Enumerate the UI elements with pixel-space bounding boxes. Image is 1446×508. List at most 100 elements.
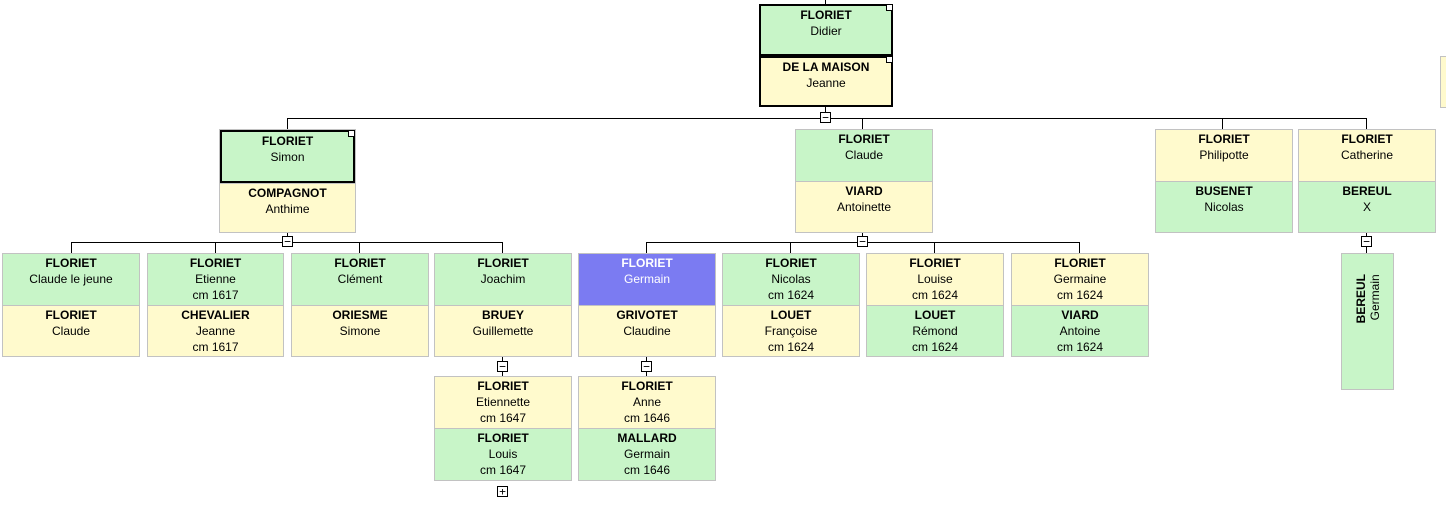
person-etienne[interactable]: FLORIET Etienne cm 1617 xyxy=(148,254,283,305)
person-card-didier[interactable]: FLORIET Didier xyxy=(759,4,893,56)
person-remond[interactable]: LOUET Rémond cm 1624 xyxy=(867,304,1003,356)
couple-card-claude[interactable]: FLORIET Claude VIARD Antoinette xyxy=(795,129,933,233)
surname: BRUEY xyxy=(481,307,524,322)
given-name: Claude xyxy=(844,148,884,162)
collapse-toggle-claude[interactable]: − xyxy=(857,236,868,247)
surname: BEREUL xyxy=(1342,183,1392,198)
surname: FLORIET xyxy=(334,256,386,270)
marriage-note: cm 1624 xyxy=(911,288,959,302)
given-name: Jeanne xyxy=(195,323,236,338)
surname: FLORIET xyxy=(765,256,817,270)
marriage-note: cm 1646 xyxy=(623,463,671,477)
person-germain-selected[interactable]: FLORIET Germain xyxy=(579,254,715,305)
given-name: Didier xyxy=(810,24,842,38)
given-name: Joachim xyxy=(480,272,526,286)
surname: FLORIET xyxy=(838,132,890,146)
given-name: Etienne xyxy=(195,272,236,286)
surname: MALLARD xyxy=(617,431,677,445)
surname: FLORIET xyxy=(1198,132,1250,146)
person-nicolas[interactable]: FLORIET Nicolas cm 1624 xyxy=(723,254,859,305)
person-simon[interactable]: FLORIET Simon xyxy=(220,130,355,183)
person-etiennette[interactable]: FLORIET Etiennette cm 1647 xyxy=(435,377,571,428)
person-antoinette[interactable]: VIARD Antoinette xyxy=(796,180,932,232)
person-germaine[interactable]: FLORIET Germaine cm 1624 xyxy=(1012,254,1148,305)
person-anthime[interactable]: COMPAGNOT Anthime xyxy=(220,182,355,232)
surname: DE LA MAISON xyxy=(782,60,870,74)
given-name: Guillemette xyxy=(472,323,534,338)
couple-card-clement[interactable]: FLORIET Clément ORIESME Simone xyxy=(291,253,429,357)
surname: FLORIET xyxy=(45,256,97,270)
surname: ORIESME xyxy=(332,307,388,322)
collapse-toggle-simon[interactable]: − xyxy=(282,236,293,247)
person-joachim[interactable]: FLORIET Joachim xyxy=(435,254,571,305)
collapse-toggle-germain[interactable]: − xyxy=(641,361,652,372)
person-x-bereul[interactable]: BEREUL X xyxy=(1299,180,1435,232)
person-catherine[interactable]: FLORIET Catherine xyxy=(1299,130,1435,181)
collapse-toggle-root[interactable]: − xyxy=(820,112,831,123)
couple-card-catherine[interactable]: FLORIET Catherine BEREUL X xyxy=(1298,129,1436,233)
given-name: Nicolas xyxy=(1204,199,1244,214)
surname: FLORIET xyxy=(1054,256,1106,270)
person-clement[interactable]: FLORIET Clément xyxy=(292,254,428,305)
surname: VIARD xyxy=(1061,307,1099,322)
person-jeanne-chevalier[interactable]: CHEVALIER Jeanne cm 1617 xyxy=(148,304,283,356)
person-antoine[interactable]: VIARD Antoine cm 1624 xyxy=(1012,304,1148,356)
couple-card-philipotte[interactable]: FLORIET Philipotte BUSENET Nicolas xyxy=(1155,129,1293,233)
couple-card-etienne[interactable]: FLORIET Etienne cm 1617 CHEVALIER Jeanne… xyxy=(147,253,284,357)
marriage-note: cm 1646 xyxy=(623,411,671,425)
vertical-name: BEREUL Germain xyxy=(1354,274,1382,323)
couple-card-germain[interactable]: FLORIET Germain GRIVOTET Claudine xyxy=(578,253,716,357)
person-francoise[interactable]: LOUET Françoise cm 1624 xyxy=(723,304,859,356)
person-simone[interactable]: ORIESME Simone xyxy=(292,304,428,356)
given-name: Claude le jeune xyxy=(29,272,113,286)
marriage-note: cm 1617 xyxy=(192,288,239,302)
couple-card-anne[interactable]: FLORIET Anne cm 1646 MALLARD Germain cm … xyxy=(578,376,716,481)
person-philipotte[interactable]: FLORIET Philipotte xyxy=(1156,130,1292,181)
marriage-note: cm 1624 xyxy=(767,339,815,354)
person-card-jeanne[interactable]: DE LA MAISON Jeanne xyxy=(759,56,893,107)
given-name: X xyxy=(1362,199,1371,214)
given-name: Philipotte xyxy=(1199,148,1249,162)
surname: VIARD xyxy=(845,183,883,198)
marriage-note: cm 1624 xyxy=(767,288,815,302)
surname: FLORIET xyxy=(621,256,673,270)
person-claude-le-jeune[interactable]: FLORIET Claude le jeune xyxy=(3,254,139,305)
person-guillemette[interactable]: BRUEY Guillemette xyxy=(435,304,571,356)
couple-card-simon[interactable]: FLORIET Simon COMPAGNOT Anthime xyxy=(219,129,356,233)
surname: COMPAGNOT xyxy=(248,185,327,200)
couple-card-louise[interactable]: FLORIET Louise cm 1624 LOUET Rémond cm 1… xyxy=(866,253,1004,357)
person-anne[interactable]: FLORIET Anne cm 1646 xyxy=(579,377,715,428)
person-nicolas-busenet[interactable]: BUSENET Nicolas xyxy=(1156,180,1292,232)
given-name: Françoise xyxy=(764,323,818,338)
person-claude-spouse[interactable]: FLORIET Claude xyxy=(3,304,139,356)
couple-card-nicolas[interactable]: FLORIET Nicolas cm 1624 LOUET Françoise … xyxy=(722,253,860,357)
expand-toggle-etiennette[interactable]: + xyxy=(497,486,508,497)
surname: FLORIET xyxy=(45,307,97,322)
corner-marker xyxy=(348,130,355,137)
person-claudine[interactable]: GRIVOTET Claudine xyxy=(579,304,715,356)
given-name: Nicolas xyxy=(771,272,811,286)
surname: FLORIET xyxy=(909,256,961,270)
surname: FLORIET xyxy=(800,8,852,22)
collapse-toggle-catherine[interactable]: − xyxy=(1361,236,1372,247)
given-name: Anne xyxy=(632,395,662,409)
surname: FLORIET xyxy=(477,256,529,270)
person-louise[interactable]: FLORIET Louise cm 1624 xyxy=(867,254,1003,305)
couple-card-joachim[interactable]: FLORIET Joachim BRUEY Guillemette xyxy=(434,253,572,357)
surname: FLORIET xyxy=(477,379,529,393)
marriage-note: cm 1647 xyxy=(479,463,527,477)
given-name: Simon xyxy=(270,150,305,164)
couple-card-germaine[interactable]: FLORIET Germaine cm 1624 VIARD Antoine c… xyxy=(1011,253,1149,357)
couple-card-etiennette[interactable]: FLORIET Etiennette cm 1647 FLORIET Louis… xyxy=(434,376,572,481)
given-name: Clément xyxy=(337,272,383,286)
person-germain-mallard[interactable]: MALLARD Germain cm 1646 xyxy=(579,428,715,480)
person-louis[interactable]: FLORIET Louis cm 1647 xyxy=(435,428,571,480)
given-name: Simone xyxy=(339,323,381,338)
couple-card-claude-le-jeune[interactable]: FLORIET Claude le jeune FLORIET Claude xyxy=(2,253,140,357)
collapse-toggle-joachim[interactable]: − xyxy=(497,361,508,372)
offscreen-person-card[interactable] xyxy=(1440,56,1446,108)
person-card-germain-bereul[interactable]: BEREUL Germain xyxy=(1341,253,1394,390)
surname: FLORIET xyxy=(621,379,673,393)
person-claude[interactable]: FLORIET Claude xyxy=(796,130,932,181)
given-name: Jeanne xyxy=(806,76,846,90)
